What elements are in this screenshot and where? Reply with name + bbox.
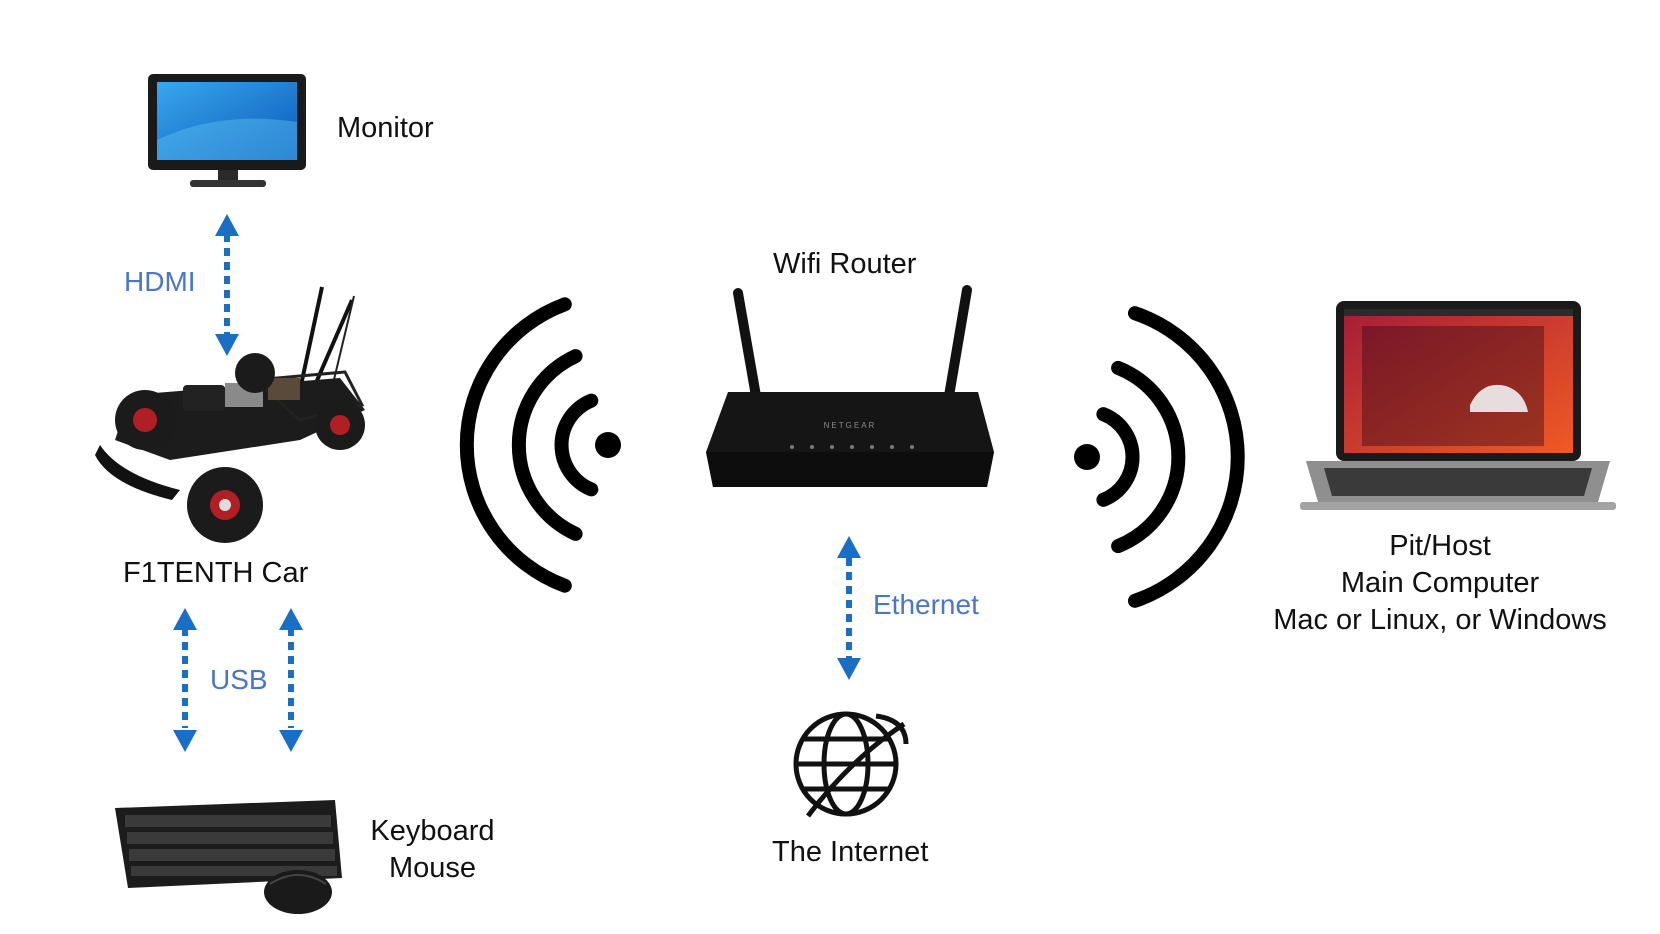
car-icon xyxy=(95,286,365,543)
host-label-line-1: Pit/Host xyxy=(1389,530,1491,562)
monitor-label: Monitor xyxy=(337,112,434,144)
router-icon xyxy=(706,285,994,487)
usb-connector-right xyxy=(279,608,303,752)
usb-label: USB xyxy=(210,664,268,695)
mouse-icon xyxy=(264,870,332,914)
wifi-signal-right-icon xyxy=(1074,306,1245,608)
keyboard-label: Keyboard xyxy=(370,815,495,847)
ethernet-connector xyxy=(837,536,861,680)
wifi-signal-left-icon xyxy=(459,297,621,593)
host-label: Pit/Host Main Computer Mac or Linux, or … xyxy=(1265,528,1615,639)
laptop-icon xyxy=(1300,301,1616,510)
internet-label: The Internet xyxy=(772,836,929,868)
router-brand: NETGEAR xyxy=(824,421,877,430)
monitor-icon xyxy=(148,74,306,187)
car-label: F1TENTH Car xyxy=(123,557,309,589)
host-label-line-3: Mac or Linux, or Windows xyxy=(1273,604,1607,636)
keyboard-mouse-label: Keyboard Mouse xyxy=(360,813,505,887)
host-label-line-2: Main Computer xyxy=(1340,567,1540,599)
hdmi-connector xyxy=(215,214,239,356)
router-label: Wifi Router xyxy=(773,248,917,280)
ethernet-label: Ethernet xyxy=(873,589,979,620)
usb-connector-left xyxy=(173,608,197,752)
keyboard-icon xyxy=(115,800,342,888)
globe-icon xyxy=(793,711,909,818)
hdmi-label: HDMI xyxy=(124,266,196,297)
mouse-label: Mouse xyxy=(388,852,477,884)
